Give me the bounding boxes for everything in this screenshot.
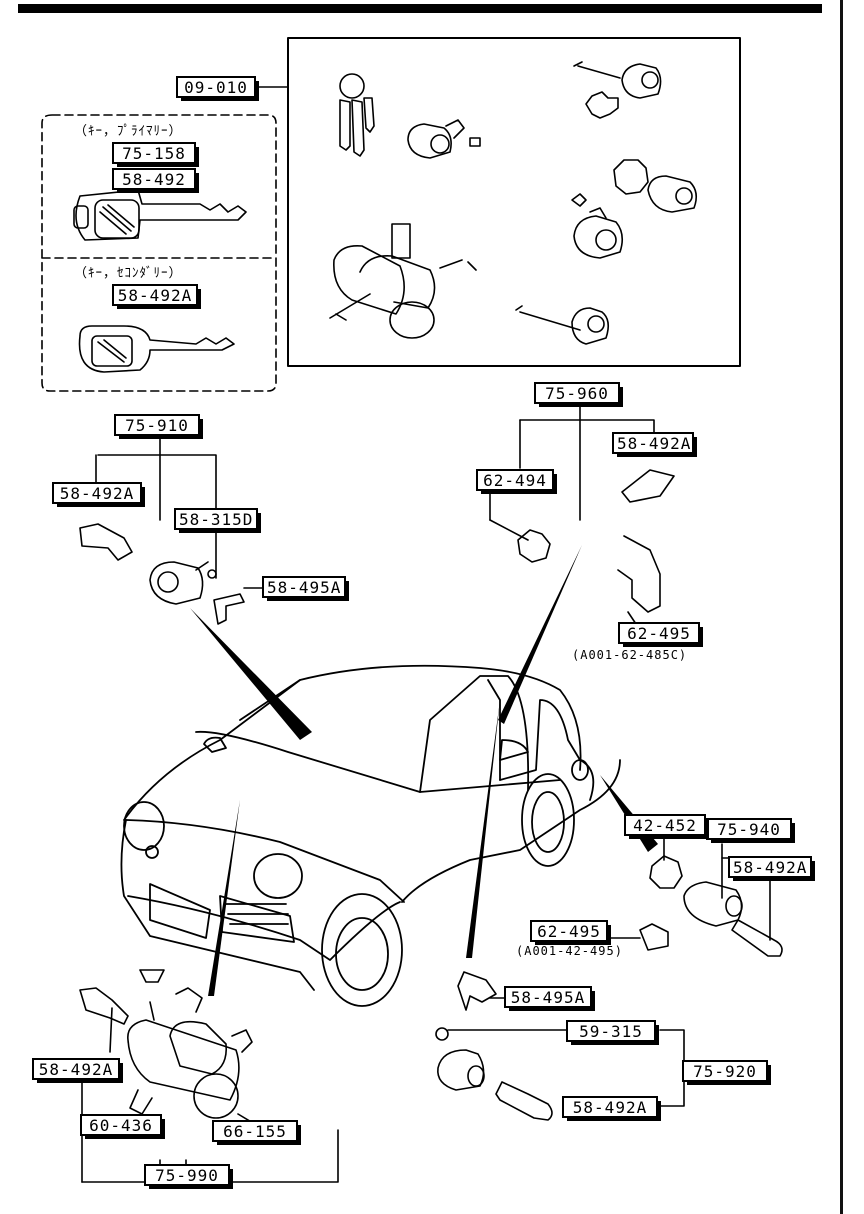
part-label-66-155: 66-155 (212, 1120, 301, 1145)
kit-fuel-cylinder (613, 159, 698, 213)
secondary-key-drawing (78, 325, 235, 373)
back-door-cylinder (435, 1027, 485, 1091)
part-label-75-910: 75-910 (114, 414, 203, 439)
kit-steering-lock (329, 223, 477, 339)
note-62-485C: (A001-62-485C) (572, 648, 688, 662)
callout-right-door (498, 545, 582, 724)
key-group-frame (41, 114, 277, 392)
part-label-75-990: 75-990 (144, 1164, 233, 1189)
part-label-58-315D: 58-315D (174, 508, 261, 533)
part-label-58-492A-left-door: 58-492A (52, 482, 145, 507)
part-label-58-492A-ignition: 58-492A (32, 1058, 123, 1083)
part-label-62-494: 62-494 (476, 469, 557, 494)
ignition-steering-lock (79, 969, 253, 1119)
part-label-62-495-fuel-lid: 62-495 (530, 920, 611, 945)
back-door-clip (457, 971, 497, 1011)
part-label-75-158: 75-158 (112, 142, 199, 167)
part-label-58-492: 58-492 (112, 168, 199, 193)
left-door-key (79, 523, 133, 561)
left-door-clip (213, 593, 245, 625)
fuel-lid-cylinder (649, 855, 743, 927)
part-label-58-492A-back-door: 58-492A (562, 1096, 661, 1121)
part-label-58-492A-fuel-lid: 58-492A (728, 856, 815, 881)
kit-door-lock-right (571, 193, 624, 259)
part-label-42-452: 42-452 (624, 814, 709, 839)
part-label-58-492A-right-door: 58-492A (612, 432, 697, 457)
callout-back-door (466, 700, 500, 958)
right-border-rule (840, 0, 843, 1214)
callout-left-door (190, 608, 312, 740)
primary-key-caption: （ｷｰ，ﾌﾟﾗｲﾏﾘｰ） (74, 124, 183, 139)
right-door-retainer (617, 535, 661, 613)
kit-keys (339, 73, 375, 157)
right-door-cylinder (515, 305, 610, 563)
header-rule (18, 4, 822, 13)
left-door-cylinder (149, 561, 217, 605)
part-label-75-940: 75-940 (706, 818, 795, 843)
car-body (120, 664, 621, 1007)
kit-door-cylinder (407, 119, 481, 159)
part-label-62-495-right-door: 62-495 (618, 622, 703, 647)
kit-trunk-cylinder (573, 61, 662, 119)
part-label-09-010: 09-010 (176, 76, 259, 101)
part-label-75-960: 75-960 (534, 382, 623, 407)
back-door-key (495, 1081, 553, 1121)
note-42-495: (A001-42-495) (516, 944, 623, 958)
primary-key-drawing (73, 189, 247, 241)
part-label-58-492A-secondary: 58-492A (112, 284, 201, 309)
part-label-75-920: 75-920 (682, 1060, 771, 1085)
part-label-59-315: 59-315 (566, 1020, 659, 1045)
secondary-key-caption: （ｷｰ，ｾｺﾝﾀﾞﾘｰ） (74, 266, 183, 281)
fuel-lid-key (731, 919, 783, 957)
right-door-key (621, 469, 675, 503)
lock-set-kit-frame (287, 37, 741, 367)
part-label-58-495A-back-door: 58-495A (504, 986, 595, 1011)
part-label-60-436: 60-436 (80, 1114, 165, 1139)
part-label-58-495A-left-door: 58-495A (262, 576, 349, 601)
fuel-lid-clip (639, 923, 669, 951)
